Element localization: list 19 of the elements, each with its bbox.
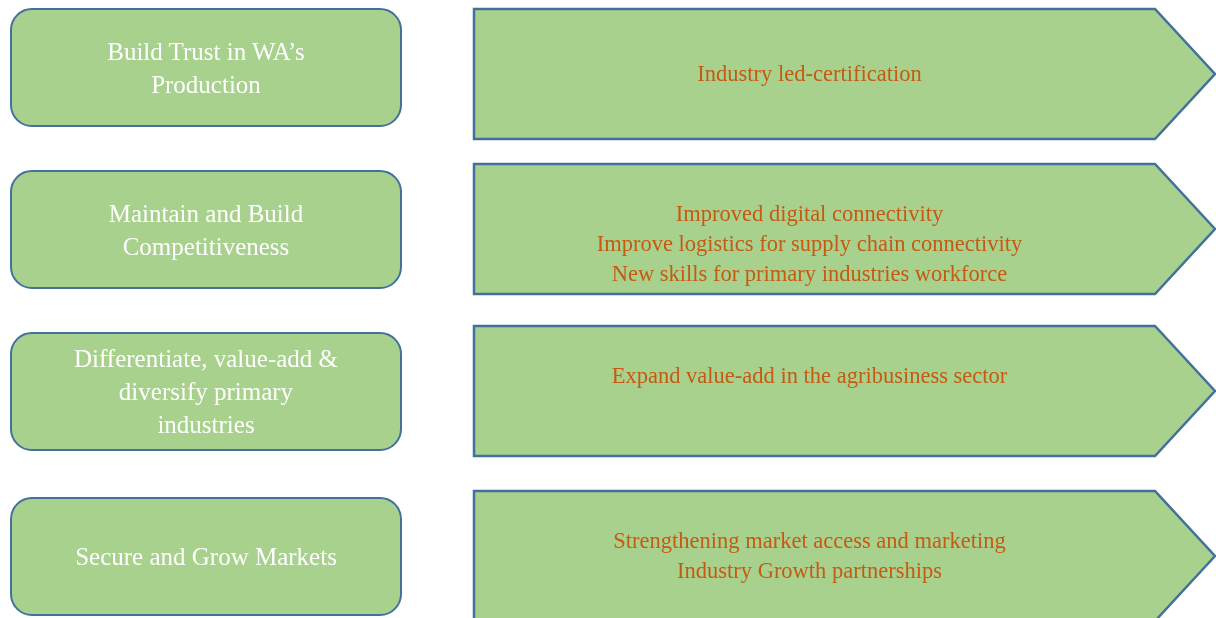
goal-box bbox=[10, 170, 402, 289]
action-banner bbox=[473, 8, 1216, 140]
goal-text: Maintain and Build Competitiveness bbox=[107, 198, 305, 262]
action-text: Improve logistics for supply chain connectivity bbox=[596, 230, 1023, 258]
goal-box bbox=[10, 497, 402, 616]
goal-text: Secure and Grow Markets bbox=[75, 542, 337, 572]
action-text: Industry Growth partnerships bbox=[677, 557, 942, 585]
action-text: Expand value-add in the agribusiness sector bbox=[611, 362, 1008, 390]
goal-box bbox=[10, 8, 402, 127]
goal-box bbox=[10, 332, 402, 451]
goal-text: Differentiate, value-add & diversify primary industries bbox=[74, 344, 338, 440]
action-banner bbox=[473, 325, 1216, 458]
action-banner bbox=[473, 163, 1216, 297]
action-text: Improved digital connectivity bbox=[675, 200, 944, 228]
action-text: Industry led-certification bbox=[697, 60, 922, 88]
action-text: Strengthening market access and marketing bbox=[613, 527, 1006, 555]
action-text: New skills for primary industries workforce bbox=[611, 260, 1008, 288]
action-banner bbox=[473, 490, 1216, 618]
goal-text: Build Trust in WA’s Production bbox=[106, 36, 306, 100]
